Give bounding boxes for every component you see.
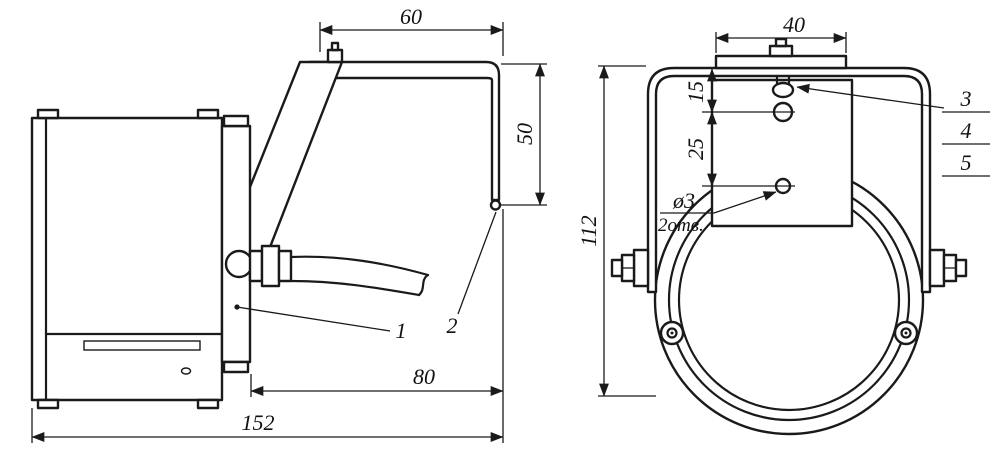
bolt-head: [610, 258, 624, 278]
dimension-80: 80: [250, 209, 504, 443]
back-plate-outline: [220, 124, 252, 364]
dimension-60: 60: [319, 4, 504, 56]
callout-1: 1: [236, 306, 407, 343]
dim-label-60: 60: [400, 4, 422, 29]
callout-2-label: 2: [447, 313, 458, 338]
clamp-tab: [36, 398, 60, 410]
back-plate-tab: [222, 360, 250, 374]
pivot-bolt: [224, 249, 254, 279]
bracket-strip: [308, 60, 501, 202]
screw-center: [904, 331, 908, 335]
screw-head: [666, 327, 678, 339]
power-cable: [289, 255, 430, 297]
bracket-foot: [489, 199, 502, 211]
callout-5: 5: [942, 150, 990, 177]
cable-break: [417, 273, 430, 297]
side-bolt-right: [928, 248, 968, 288]
callout-4: 4: [942, 118, 990, 145]
dim-label-152: 152: [242, 410, 275, 435]
bolt-washer-nut: [771, 81, 795, 99]
dimension-112: 112: [576, 65, 656, 397]
dim-label-40: 40: [783, 12, 805, 37]
mounting-bracket: [222, 41, 502, 280]
hole-count-label: 2отв.: [658, 215, 704, 236]
dim-label-80: 80: [413, 364, 435, 389]
dim-label-25: 25: [683, 138, 708, 160]
gland-nut: [277, 249, 293, 283]
dimension-40: 40: [715, 12, 847, 53]
dimension-152: 152: [31, 408, 504, 443]
bolt-washer: [928, 248, 946, 288]
label-plate: [83, 340, 201, 351]
callout-3: 3: [796, 83, 990, 113]
bracket-bolt-tip: [330, 41, 340, 52]
side-bolt-left: [610, 248, 650, 288]
dim-label-50: 50: [512, 123, 537, 145]
dimension-50: 50: [500, 63, 547, 206]
gland-nut: [248, 249, 264, 283]
gland-body: [260, 244, 281, 288]
clamp-tab: [196, 398, 220, 410]
ring-screw-right: [893, 320, 919, 346]
leader-line: [796, 83, 945, 109]
dimension-15: 15: [683, 68, 795, 113]
dim-label-112: 112: [576, 215, 601, 246]
callout-1-label: 1: [396, 318, 407, 343]
screw-center: [670, 331, 674, 335]
cable-gland: [248, 244, 293, 288]
note-leader: [713, 191, 777, 214]
housing-body: [30, 108, 224, 410]
leader-line: [236, 306, 391, 332]
body-hole: [180, 367, 192, 375]
bracket-bolt: [326, 48, 344, 64]
top-plate: [714, 54, 848, 70]
clamp-tab: [196, 108, 220, 120]
side-view: 60 50 80 152 1 2: [30, 4, 547, 443]
bolt-head: [954, 258, 968, 278]
hole-note: ø3 2отв.: [658, 188, 777, 236]
callout-3-label: 3: [960, 86, 972, 111]
cable-bottom-edge: [289, 279, 421, 297]
callout-5-label: 5: [961, 150, 972, 175]
top-bolt-tip: [774, 37, 788, 48]
back-plate: [220, 114, 252, 374]
bracket-frame: [646, 66, 932, 294]
callout-4-label: 4: [961, 118, 972, 143]
screw-head: [900, 327, 912, 339]
ring-screw-left: [659, 320, 685, 346]
cable-top-edge: [289, 255, 430, 277]
front-view: 40 112 15 25 ø3 2отв.: [576, 12, 990, 436]
dim-label-15: 15: [683, 81, 708, 103]
leader-line: [457, 211, 497, 315]
callout-2: 2: [447, 211, 497, 338]
hole-diameter-label: ø3: [672, 188, 695, 213]
top-bolt-head: [768, 44, 794, 58]
dimension-25: 25: [683, 111, 795, 187]
back-plate-tab: [222, 114, 250, 128]
bolt-washer: [632, 248, 650, 288]
body-outline: [30, 116, 224, 402]
clamp-tab: [36, 108, 60, 120]
